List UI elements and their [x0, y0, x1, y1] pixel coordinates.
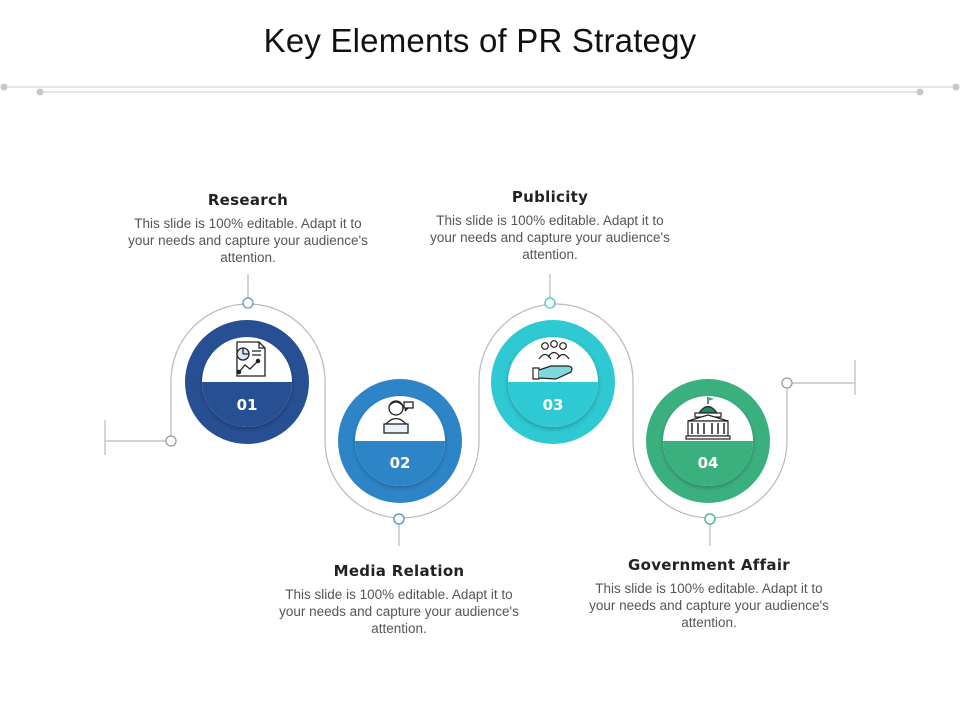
- connector-dot: [781, 377, 793, 389]
- step-4-number: 04: [698, 454, 719, 472]
- step-2-badge: 02: [338, 379, 462, 503]
- step-4-title: Government Affair: [628, 556, 790, 574]
- connector-dot: [393, 513, 405, 525]
- connector-dots: [165, 297, 793, 525]
- connector-lead-right: [787, 360, 856, 395]
- capitol-building-icon: [685, 397, 731, 440]
- step-4-description: This slide is 100% editable. Adapt it to…: [589, 581, 829, 630]
- step-3-number: 03: [543, 396, 564, 414]
- step-2-label: Media Relation This slide is 100% editab…: [279, 562, 519, 637]
- report-chart-icon: [236, 341, 266, 377]
- connector-dot: [242, 297, 254, 309]
- step-1-description: This slide is 100% editable. Adapt it to…: [128, 216, 368, 265]
- audience-hand-icon: [532, 340, 573, 380]
- connector-dot: [704, 513, 716, 525]
- step-2-title: Media Relation: [333, 562, 465, 580]
- title-divider: [0, 83, 960, 96]
- step-3-badge: 03: [491, 320, 615, 444]
- connector-dot: [544, 297, 556, 309]
- step-3-description: This slide is 100% editable. Adapt it to…: [430, 213, 670, 262]
- step-2-description: This slide is 100% editable. Adapt it to…: [279, 587, 519, 636]
- news-anchor-icon: [383, 400, 414, 434]
- step-4-label: Government Affair This slide is 100% edi…: [589, 556, 829, 631]
- step-2-number: 02: [390, 454, 411, 472]
- step-1-label: Research This slide is 100% editable. Ad…: [128, 191, 368, 266]
- step-3-title: Publicity: [511, 188, 589, 206]
- step-4-badge: 04: [646, 379, 770, 503]
- step-1-badge: 01: [185, 320, 309, 444]
- step-1-number: 01: [237, 396, 258, 414]
- connector-dot: [165, 435, 177, 447]
- step-3-label: Publicity This slide is 100% editable. A…: [430, 188, 670, 263]
- slide-title: Key Elements of PR Strategy: [263, 22, 697, 59]
- connector-lead-left: [104, 420, 171, 455]
- connector-path: [170, 303, 788, 519]
- step-1-title: Research: [207, 191, 289, 209]
